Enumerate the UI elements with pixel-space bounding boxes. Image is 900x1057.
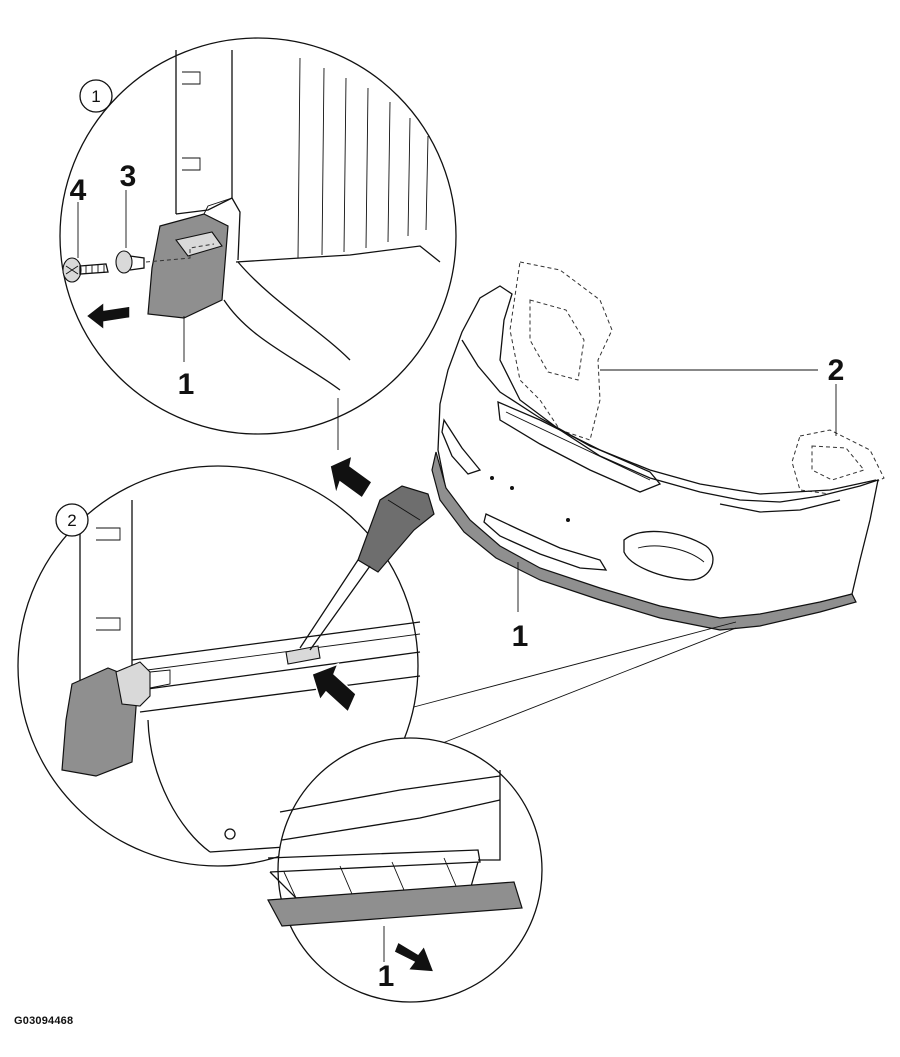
front-bumper-assembly: 2 1 xyxy=(431,261,885,653)
detail-3-leader-line xyxy=(439,627,737,745)
detail-2-marker xyxy=(55,503,89,537)
callout-detail1-spoiler-label: 1 xyxy=(178,368,195,401)
detail-2-leader-line xyxy=(409,621,737,709)
detail-3-view: 1 xyxy=(267,737,543,1003)
callout-brackets-label: 2 xyxy=(828,354,845,387)
callout-clip-label: 3 xyxy=(120,160,137,193)
screwdriver-tool xyxy=(299,485,435,651)
detail-1-view: 1 4 3 1 xyxy=(59,37,457,435)
callout-screw-label: 4 xyxy=(70,174,87,207)
figure-id: G03094468 xyxy=(14,1015,74,1027)
pull-down-arrow-icon xyxy=(393,940,436,973)
callout-bumper-spoiler-label: 1 xyxy=(512,620,529,653)
detail-2-view: 2 xyxy=(17,465,435,867)
callout-detail3-spoiler-label: 1 xyxy=(378,960,395,993)
removal-arrow-icon xyxy=(84,300,131,332)
detail-1-marker xyxy=(79,79,113,113)
detail-1-marker-label: 1 xyxy=(91,87,100,106)
direction-arrow-icon xyxy=(329,454,374,500)
clip-part xyxy=(115,250,145,274)
screw-part xyxy=(62,257,109,283)
push-up-arrow-icon xyxy=(311,662,357,714)
detail-2-marker-label: 2 xyxy=(67,511,76,530)
